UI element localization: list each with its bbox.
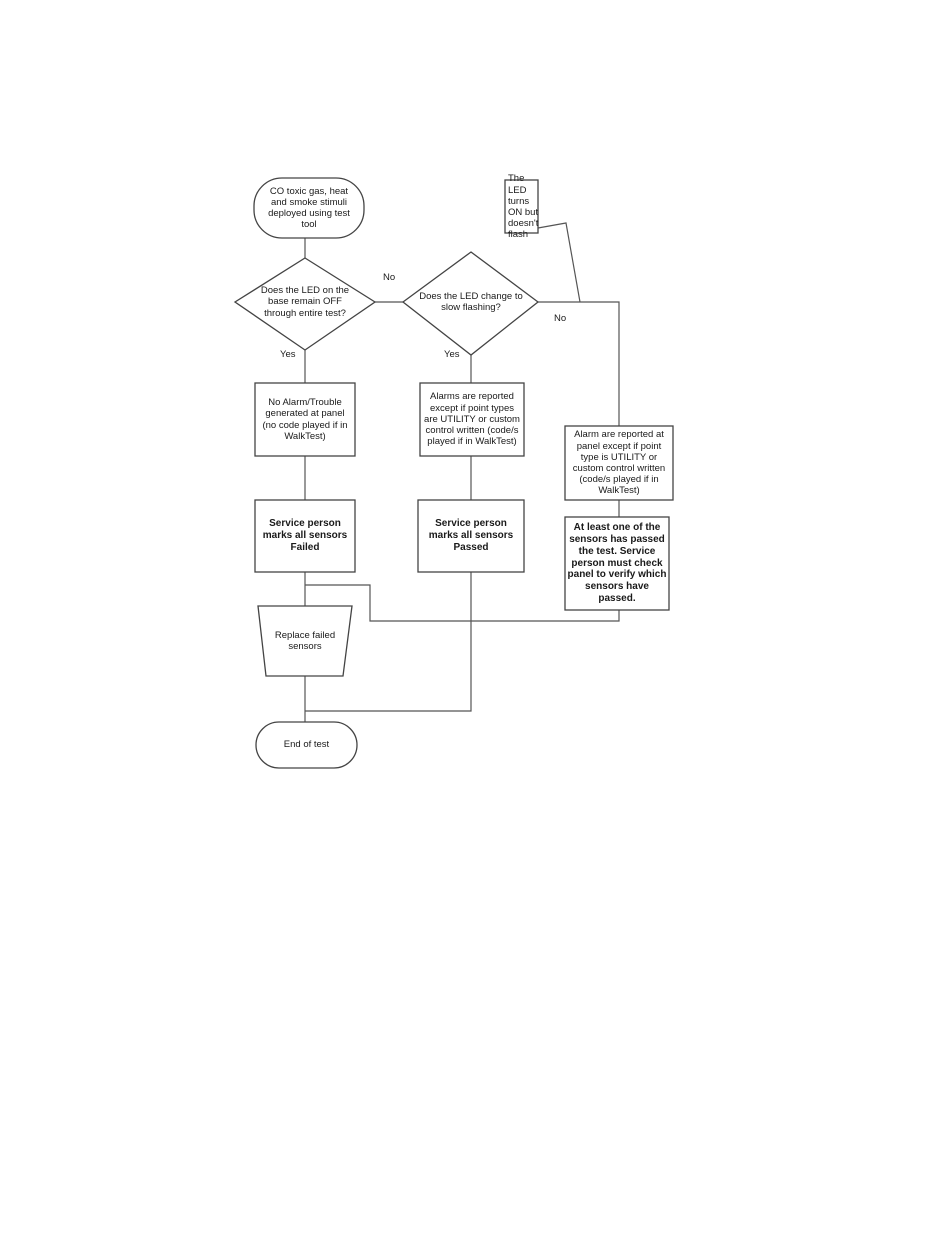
- connector-at-least-one-to-replace: [305, 584, 620, 622]
- at-least-one-label: At least one of the sensors has passed t…: [567, 522, 667, 604]
- marks-passed-box: [417, 499, 525, 573]
- edge-label-no-2: No: [554, 313, 567, 324]
- connector-passed-to-end: [305, 572, 472, 712]
- start-label: CO toxic gas, heat and smoke stimuli dep…: [268, 185, 350, 231]
- alarms-utility-label: Alarms are reported except if point type…: [424, 391, 520, 448]
- connector-decision-flash-no: [538, 301, 620, 426]
- marks-failed-label: Service person marks all sensors Failed: [262, 518, 348, 553]
- replace-sensors-trapezoid: [257, 605, 353, 677]
- alarms-panel-label: Alarm are reported at panel except if po…: [572, 429, 666, 497]
- end-terminator: [255, 721, 358, 769]
- note-led-on-label: The LED turns ON but doesn't flash: [508, 173, 539, 241]
- edge-label-yes-2: Yes: [444, 349, 460, 360]
- decision-led-flash: [401, 251, 540, 356]
- note-led-on-box: [504, 179, 539, 234]
- replace-sensors-label: Replace failed sensors: [274, 629, 336, 652]
- no-alarm-label: No Alarm/Trouble generated at panel (no …: [262, 397, 348, 442]
- decision-led-off-label: Does the LED on the base remain OFF thro…: [260, 285, 350, 319]
- alarms-utility-box: [419, 382, 525, 457]
- marks-failed-box: [254, 499, 356, 573]
- end-label: End of test: [283, 739, 330, 751]
- marks-passed-label: Service person marks all sensors Passed: [428, 518, 514, 553]
- no-alarm-box: [254, 382, 356, 457]
- start-terminator: [253, 177, 365, 239]
- at-least-one-box: [564, 516, 670, 611]
- decision-led-off: [233, 257, 377, 351]
- alarms-panel-box: [564, 425, 674, 501]
- decision-led-flash-label: Does the LED change to slow flashing?: [419, 290, 523, 313]
- connector-note-to-line: [537, 222, 581, 303]
- edge-label-no-1: No: [383, 272, 396, 283]
- edge-label-yes-1: Yes: [280, 349, 296, 360]
